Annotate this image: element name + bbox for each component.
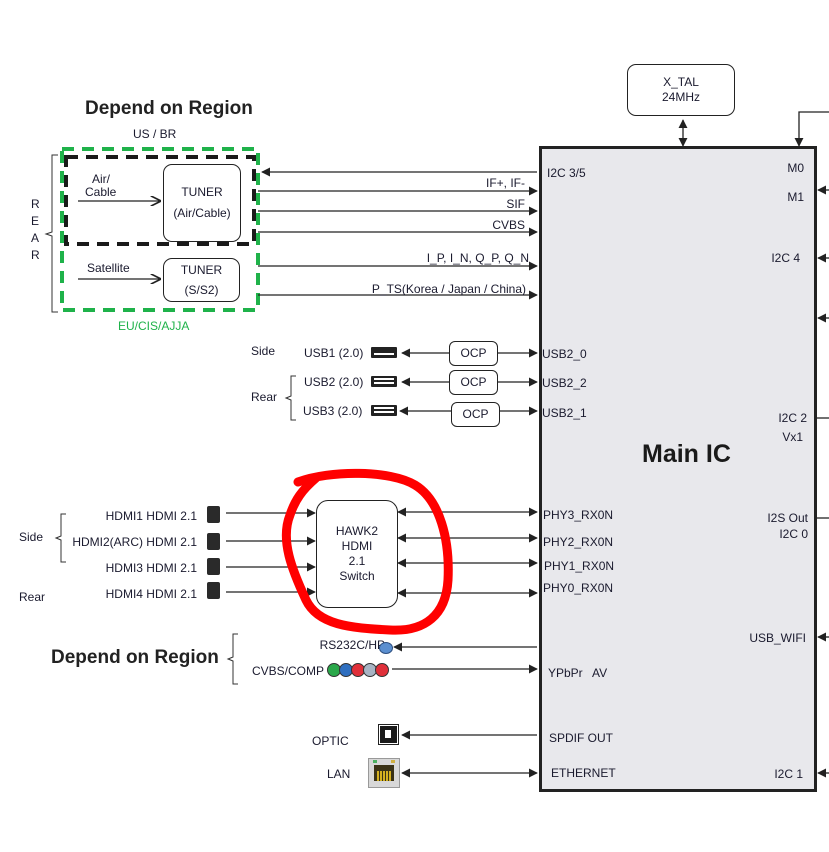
- region-eu-label: EU/CIS/AJJA: [118, 319, 190, 333]
- signal-if: IF+, IF-: [486, 176, 525, 190]
- hdmi1-port-icon: [207, 506, 220, 523]
- lan-label: LAN: [327, 767, 351, 781]
- cvbs-comp-label: CVBS/COMP: [251, 664, 324, 678]
- pin-ethernet: ETHERNET: [551, 766, 616, 780]
- main-ic-block: [539, 146, 817, 792]
- pin-phy1: PHY1_RX0N: [544, 559, 615, 573]
- ocp-block-3: OCP: [451, 402, 500, 427]
- pin-phy3: PHY3_RX0N: [543, 508, 614, 522]
- hdmi-switch-block: HAWK2 HDMI 2.1 Switch: [316, 500, 398, 608]
- air-label: Air/: [92, 172, 110, 186]
- hdmi4-label: HDMI4 HDMI 2.1: [105, 587, 197, 601]
- pin-usb2-0: USB2_0: [542, 347, 587, 361]
- tuner-region-title: Depend on Region: [85, 98, 253, 119]
- pin-spdif-out: SPDIF OUT: [549, 731, 614, 745]
- pin-phy0: PHY0_RX0N: [543, 581, 614, 595]
- hdmi3-label: HDMI3 HDMI 2.1: [105, 561, 197, 575]
- hdmi3-port-icon: [207, 558, 220, 575]
- usb1-label: USB1 (2.0): [304, 346, 364, 360]
- usb2-label: USB2 (2.0): [304, 375, 364, 389]
- hdmi2-label: HDMI2(ARC) HDMI 2.1: [72, 535, 197, 549]
- lan-port-icon: [368, 758, 400, 788]
- usb2-port-icon: [371, 376, 397, 387]
- hdmi-rear-label: Rear: [19, 590, 46, 604]
- cable-label: Cable: [85, 185, 117, 199]
- usb-side-label: Side: [251, 344, 276, 358]
- optic-label: OPTIC: [312, 734, 349, 748]
- signal-cvbs: CVBS: [492, 218, 525, 232]
- signal-sif: SIF: [506, 197, 525, 211]
- hdmi2-port-icon: [207, 533, 220, 550]
- tuner-satellite-block: TUNER (S/S2): [163, 258, 240, 302]
- signal-pts: P_TS(Korea / Japan / China): [371, 282, 526, 296]
- pin-i2c2: I2C 2: [778, 411, 807, 425]
- pin-i2c1: I2C 1: [774, 767, 803, 781]
- ocp-block-1: OCP: [449, 341, 498, 366]
- pin-usb2-2: USB2_2: [542, 376, 587, 390]
- usb1-port-icon: [371, 347, 397, 358]
- hdmi1-label: HDMI1 HDMI 2.1: [105, 509, 197, 523]
- region-us-br-label: US / BR: [133, 127, 177, 141]
- pin-usb2-1: USB2_1: [542, 406, 587, 420]
- cvbs-jack-icons: [327, 663, 397, 677]
- pin-vx1: Vx1: [782, 430, 803, 444]
- pin-ypbpr-av: YPbPr AV: [548, 666, 608, 680]
- pin-i2s-out: I2S Out: [767, 511, 808, 525]
- rs232-jack-icon: [379, 642, 393, 654]
- rear-brace: [44, 154, 58, 313]
- pin-usb-wifi: USB_WIFI: [749, 631, 806, 645]
- xtal-block: X_TAL 24MHz: [627, 64, 735, 116]
- optic-port-icon: [378, 724, 399, 745]
- hdmi4-port-icon: [207, 582, 220, 599]
- hdmi-side-label: Side: [19, 530, 44, 544]
- jack-red-icon: [375, 663, 389, 677]
- av-region-title: Depend on Region: [51, 647, 219, 668]
- signal-iq: I_P, I_N, Q_P, Q_N: [426, 251, 529, 265]
- pin-m0: M0: [787, 161, 804, 175]
- pin-i2c35: I2C 3/5: [547, 166, 586, 180]
- usb3-port-icon: [371, 405, 397, 416]
- usb-rear-label: Rear: [251, 390, 278, 404]
- pin-phy2: PHY2_RX0N: [543, 535, 614, 549]
- ocp-block-2: OCP: [449, 370, 498, 395]
- pin-i2c0: I2C 0: [779, 527, 808, 541]
- main-ic-title: Main IC: [642, 440, 731, 468]
- region-us-frame: [64, 155, 256, 246]
- hdmi-switch-highlight: [281, 468, 453, 635]
- usb3-label: USB3 (2.0): [303, 404, 363, 418]
- pin-m1: M1: [787, 190, 804, 204]
- tuner-air-cable-block: TUNER (Air/Cable): [163, 164, 241, 242]
- satellite-label: Satellite: [87, 261, 130, 275]
- rs232-label: RS232C/HP: [319, 638, 385, 652]
- pin-i2c4: I2C 4: [771, 251, 800, 265]
